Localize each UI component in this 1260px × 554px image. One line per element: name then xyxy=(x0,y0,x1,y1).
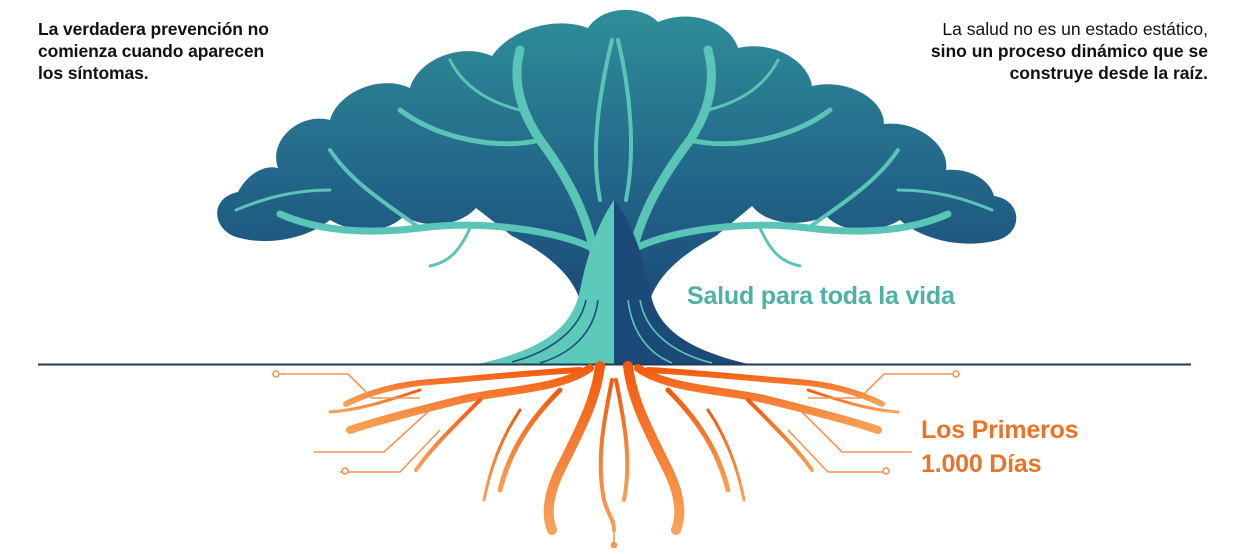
tree-roots xyxy=(328,361,900,535)
roots-label-line-2: 1.000 Días xyxy=(921,450,1042,478)
circuit-traces xyxy=(272,370,960,549)
quote-left-line-1: La verdadera prevención no xyxy=(38,19,269,39)
quote-right-line-2: sino un proceso dinámico que se xyxy=(930,41,1208,61)
roots-label: Los Primeros 1.000 Días xyxy=(921,413,1079,481)
quote-left-line-3: los síntomas. xyxy=(38,63,149,83)
quote-right-line-1: La salud no es un estado estático, xyxy=(942,19,1208,39)
canopy-label: Salud para toda la vida xyxy=(687,282,955,310)
roots-label-line-1: Los Primeros xyxy=(921,416,1079,444)
tree-branches xyxy=(234,38,994,305)
quote-right: La salud no es un estado estático, sino … xyxy=(931,18,1208,84)
quote-right-line-3: construye desde la raíz. xyxy=(1009,63,1208,83)
quote-left-line-2: comienza cuando aparecen xyxy=(38,41,265,61)
tree-canopy xyxy=(217,9,1017,300)
tree-trunk xyxy=(478,200,748,364)
quote-left: La verdadera prevención no comienza cuan… xyxy=(38,18,269,84)
